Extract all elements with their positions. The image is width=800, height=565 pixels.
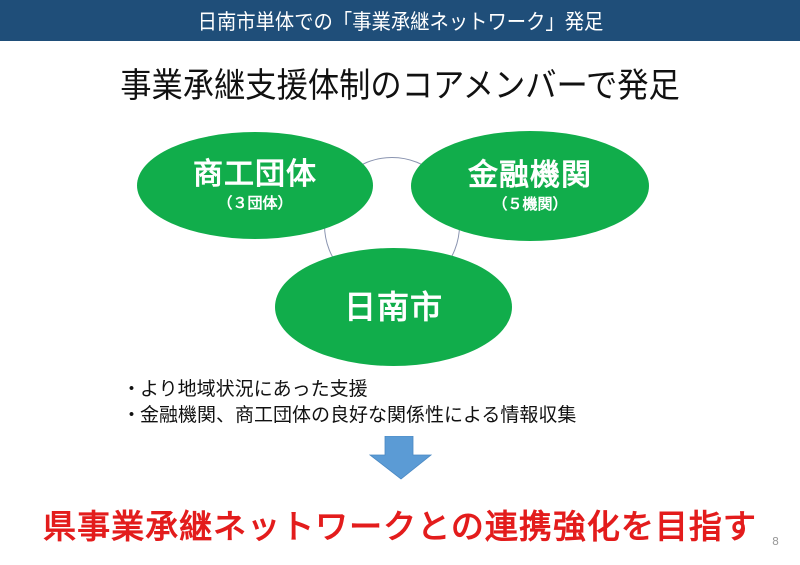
- list-item-text: より地域状況にあった支援: [140, 378, 368, 400]
- node-financial-institutions: 金融機関 （５機関）: [411, 131, 649, 241]
- benefit-list: ・より地域状況にあった支援 ・金融機関、商工団体の良好な関係性による情報収集: [122, 376, 576, 428]
- node-nichinan-city: 日南市: [275, 248, 512, 366]
- list-item: ・金融機関、商工団体の良好な関係性による情報収集: [122, 402, 576, 428]
- node-commerce-groups: 商工団体 （３団体）: [137, 132, 373, 239]
- page-number: 8: [772, 535, 779, 548]
- bullet-icon: ・: [122, 404, 142, 426]
- node-subtitle: （５機関）: [492, 194, 568, 213]
- header-bar: 日南市単体での「事業承継ネットワーク」発足: [0, 0, 800, 41]
- slide-title: 日南市単体での「事業承継ネットワーク」発足: [197, 9, 603, 34]
- node-subtitle: （３団体）: [217, 194, 293, 212]
- down-arrow-icon: [369, 436, 433, 480]
- node-title: 商工団体: [193, 157, 317, 192]
- bullet-icon: ・: [122, 378, 142, 400]
- list-item: ・より地域状況にあった支援: [122, 376, 576, 402]
- node-title: 金融機関: [468, 157, 592, 193]
- node-title: 日南市: [343, 288, 443, 326]
- main-heading: 事業承継支援体制のコアメンバーで発足: [120, 66, 680, 106]
- list-item-text: 金融機関、商工団体の良好な関係性による情報収集: [140, 404, 577, 426]
- conclusion-statement: 県事業承継ネットワークとの連携強化を目指す: [43, 507, 757, 546]
